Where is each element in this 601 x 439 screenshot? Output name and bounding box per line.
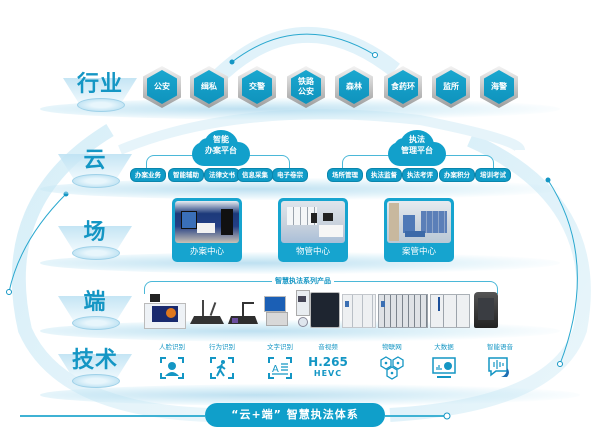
platform-module-pill[interactable]: 执法考评	[402, 168, 438, 182]
outer-ring-left	[11, 124, 211, 422]
left-orbit-line	[8, 193, 67, 293]
industry-hex-item[interactable]: 森林	[335, 66, 373, 108]
face-recognition-icon	[159, 356, 185, 380]
product-document-camera[interactable]	[228, 300, 258, 326]
venue-card-case-center[interactable]: 办案中心	[172, 198, 242, 262]
product-id-kiosk[interactable]	[296, 290, 310, 328]
product-storage-locker-small[interactable]	[342, 294, 376, 328]
footer-line-right	[385, 415, 445, 417]
row-label-cloud: 云	[50, 138, 140, 194]
arc-node	[6, 289, 12, 295]
product-touch-panel[interactable]	[310, 292, 340, 328]
tech-big-data: 大数据	[418, 342, 470, 380]
platform-module-pill[interactable]: 执法监督	[366, 168, 402, 182]
row-band-cloud	[40, 178, 560, 200]
platform-module-pill[interactable]: 场所管理	[327, 168, 363, 182]
row-band-tech	[40, 384, 580, 406]
product-storage-locker-tall[interactable]	[430, 294, 470, 328]
file-center-photo	[387, 201, 451, 243]
disc-shape	[72, 174, 120, 188]
video-codec-icon: H.265 HEVC	[308, 355, 348, 378]
platform-module-pill[interactable]: 办案业务	[130, 168, 166, 182]
tech-face-recognition: 人脸识别	[146, 342, 198, 380]
row-label-industry: 行业	[55, 62, 145, 118]
product-inquiry-booth[interactable]	[474, 292, 498, 328]
industry-hex-item[interactable]: 食药环	[384, 66, 422, 108]
platform-module-pill[interactable]: 信息采集	[237, 168, 273, 182]
product-interrogation-console[interactable]	[144, 294, 186, 329]
disc-shape	[72, 316, 120, 330]
right-orbit-line	[547, 179, 578, 365]
platform-module-pill[interactable]: 智能辅助	[168, 168, 204, 182]
row-label-terminal: 端	[50, 280, 140, 336]
products-series-title: 智慧执法系列产品	[272, 276, 334, 286]
tech-behavior-recognition: 行为识别	[196, 342, 248, 380]
venue-card-file-center[interactable]: 案管中心	[384, 198, 454, 262]
disc-shape	[72, 246, 120, 260]
arc-node	[545, 177, 551, 183]
product-pos-terminal[interactable]	[262, 296, 288, 326]
arc-node	[557, 361, 563, 367]
big-data-icon	[431, 356, 457, 380]
industry-hex-item[interactable]: 缉私	[190, 66, 228, 108]
product-evidence-scanner[interactable]	[190, 300, 224, 326]
system-title-banner: “云+端” 智慧执法体系	[205, 403, 385, 427]
iot-icon	[379, 356, 405, 380]
arc-node	[229, 59, 235, 65]
footer-line-node	[443, 412, 451, 420]
industry-hex-item[interactable]: 监所	[432, 66, 470, 108]
text-recognition-icon: A	[267, 356, 293, 380]
industry-hex-item[interactable]: 交警	[238, 66, 276, 108]
property-center-photo	[281, 201, 345, 243]
tech-voice: 智能语音	[474, 342, 526, 380]
case-center-photo	[175, 201, 239, 243]
top-arc-line	[231, 33, 376, 63]
industry-hex-item[interactable]: 公安	[143, 66, 181, 108]
platform-module-pill[interactable]: 电子卷宗	[272, 168, 308, 182]
cloud-smart-case-platform[interactable]: 智能办案平台	[192, 128, 250, 168]
tech-iot: 物联网	[366, 342, 418, 380]
platform-module-pill[interactable]: 培训考试	[475, 168, 511, 182]
disc-shape	[77, 98, 125, 112]
product-storage-locker-large[interactable]	[378, 294, 428, 328]
disc-shape	[72, 374, 120, 388]
venue-card-property-center[interactable]: 物管中心	[278, 198, 348, 262]
tech-video-codec: 音视频 H.265 HEVC	[302, 342, 354, 380]
row-label-tech: 技术	[50, 338, 140, 394]
svg-text:A: A	[272, 364, 279, 375]
industry-hex-item[interactable]: 铁路公安	[287, 66, 325, 108]
top-arc-band	[209, 26, 400, 86]
footer-line-left	[20, 415, 205, 417]
platform-module-pill[interactable]: 办案积分	[439, 168, 475, 182]
row-label-venue: 场	[50, 210, 140, 266]
arc-node	[372, 52, 378, 58]
tech-text-recognition: 文字识别 A	[254, 342, 306, 380]
behavior-recognition-icon	[209, 356, 235, 380]
platform-module-pill[interactable]: 法律文书	[204, 168, 240, 182]
cloud-enforcement-management-platform[interactable]: 执法管理平台	[388, 128, 446, 168]
voice-icon	[487, 356, 513, 380]
industry-hex-item[interactable]: 海警	[480, 66, 518, 108]
